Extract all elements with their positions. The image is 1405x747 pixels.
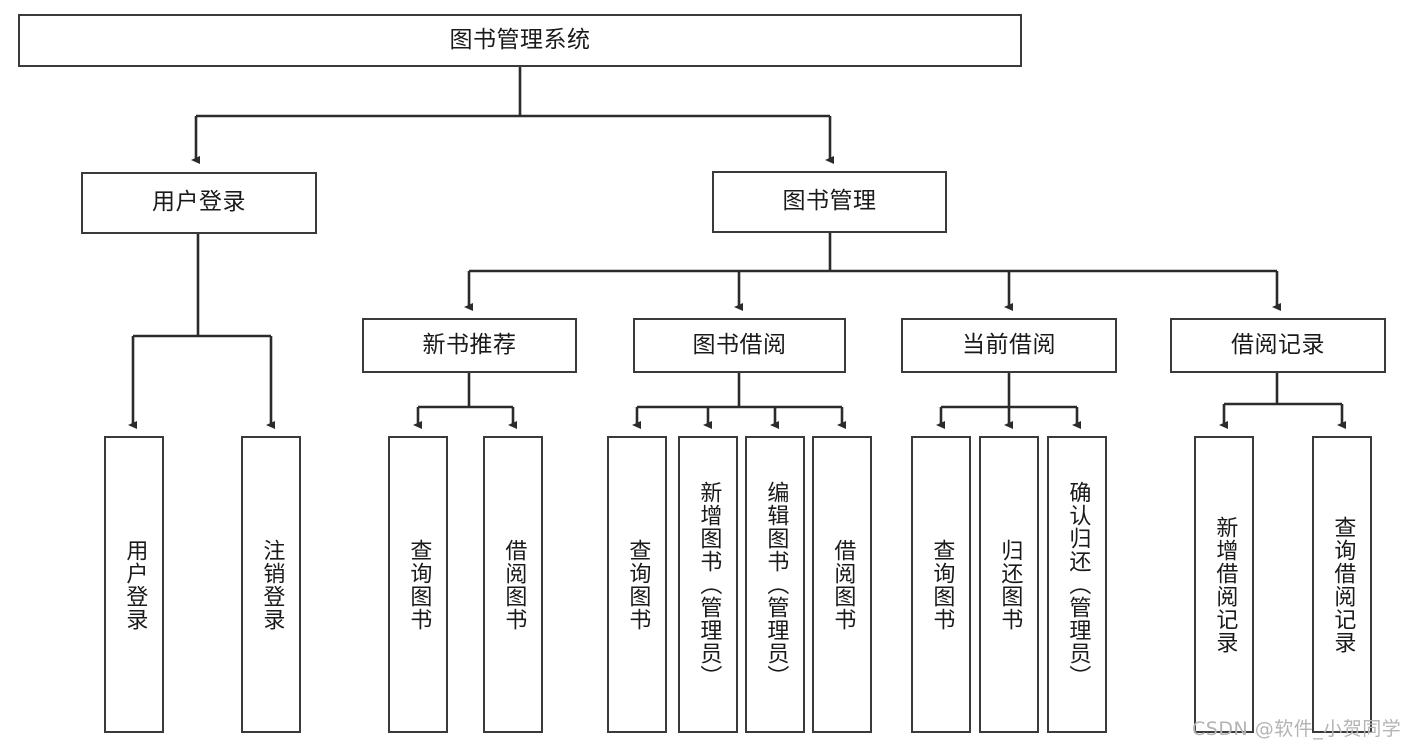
node-label: 用户登录: [152, 189, 246, 216]
watermark-text: CSDN @软件_小贺同学: [1192, 718, 1402, 740]
node-label: 归还图书: [997, 538, 1023, 631]
node-label: 图书管理: [782, 188, 877, 215]
node-label: 编辑图书（管理员）: [763, 481, 789, 688]
leaf-borrow-book[interactable]: 借阅图书: [812, 436, 872, 733]
node-user-login[interactable]: 用户登录: [81, 172, 317, 234]
node-book-management[interactable]: 图书管理: [712, 171, 947, 233]
node-book-borrow[interactable]: 图书借阅: [633, 318, 846, 373]
node-label: 借阅记录: [1231, 331, 1325, 358]
node-label: 查询借阅记录: [1330, 515, 1356, 654]
leaf-return-book[interactable]: 归还图书: [979, 436, 1039, 733]
leaf-user-login[interactable]: 用户登录: [104, 436, 164, 733]
node-label: 查询图书: [625, 538, 651, 631]
node-new-book-recommend[interactable]: 新书推荐: [362, 318, 577, 373]
node-label: 图书管理系统: [449, 26, 591, 53]
node-label: 当前借阅: [962, 331, 1056, 358]
node-current-borrow[interactable]: 当前借阅: [901, 318, 1117, 373]
leaf-confirm-return-admin[interactable]: 确认归还（管理员）: [1047, 436, 1107, 733]
leaf-query-borrow-record[interactable]: 查询借阅记录: [1312, 436, 1372, 733]
node-label: 新增借阅记录: [1212, 515, 1238, 654]
node-borrow-record[interactable]: 借阅记录: [1170, 318, 1386, 373]
node-label: 借阅图书: [501, 538, 527, 631]
leaf-query-book-current[interactable]: 查询图书: [911, 436, 971, 733]
leaf-edit-book-admin[interactable]: 编辑图书（管理员）: [745, 436, 805, 733]
leaf-add-book-admin[interactable]: 新增图书（管理员）: [678, 436, 738, 733]
leaf-logout[interactable]: 注销登录: [241, 436, 301, 733]
node-label: 用户登录: [122, 538, 148, 631]
node-label: 新增图书（管理员）: [696, 481, 722, 688]
leaf-query-book-recommend[interactable]: 查询图书: [388, 436, 448, 733]
leaf-query-book-borrow[interactable]: 查询图书: [607, 436, 667, 733]
node-label: 图书借阅: [692, 331, 787, 358]
node-label: 注销登录: [259, 538, 285, 631]
node-label: 新书推荐: [422, 331, 517, 358]
leaf-borrow-book-recommend[interactable]: 借阅图书: [483, 436, 543, 733]
node-label: 查询图书: [406, 538, 432, 631]
node-root-system[interactable]: 图书管理系统: [18, 14, 1022, 67]
node-label: 查询图书: [929, 538, 955, 631]
leaf-add-borrow-record[interactable]: 新增借阅记录: [1194, 436, 1254, 733]
node-label: 确认归还（管理员）: [1065, 481, 1091, 688]
node-label: 借阅图书: [830, 538, 856, 631]
